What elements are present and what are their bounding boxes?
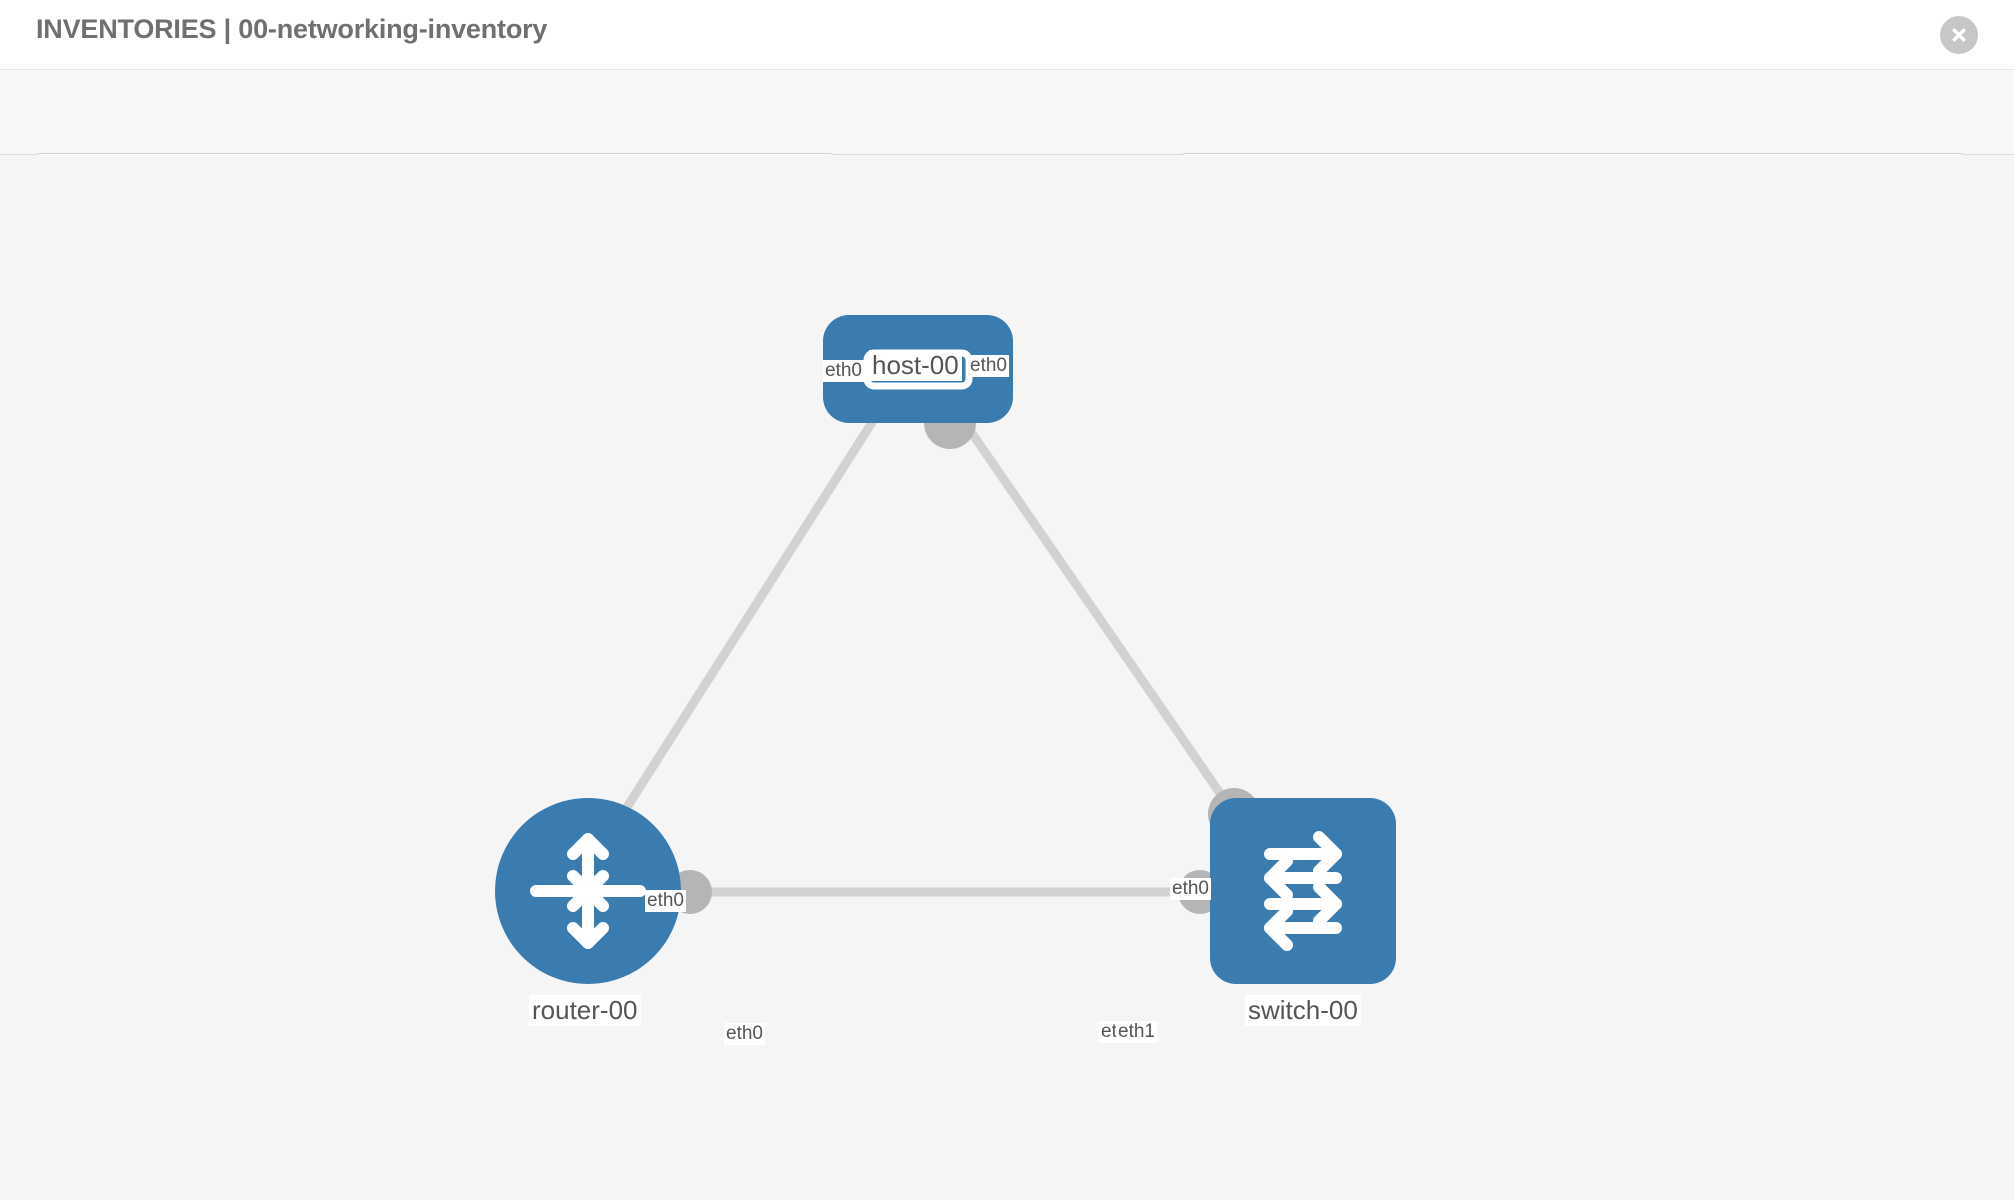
node-label-switch-00: switch-00: [1245, 995, 1361, 1026]
topology-canvas[interactable]: host-00 router-00 switch-00 eth0 eth0 et…: [0, 155, 2014, 1200]
node-label-router-00: router-00: [529, 995, 641, 1026]
router-arrows-icon: [530, 833, 646, 949]
switch-arrows-icon: [1264, 831, 1342, 951]
topology-node-router-00[interactable]: [495, 798, 681, 984]
interface-label-switch-left-eth1: eth1: [1116, 1021, 1157, 1043]
interface-label-switch-uplink: eth0: [1170, 878, 1211, 900]
interface-label-host-right: eth0: [968, 355, 1009, 377]
link-host-router: [618, 410, 882, 818]
toolbar: ACTIONS SEARCH: [0, 70, 2014, 206]
interface-label-host-left: eth0: [823, 360, 864, 382]
topology-links: [618, 397, 1260, 914]
interface-label-router-uplink: eth0: [645, 890, 686, 912]
interface-label-router-right: eth0: [724, 1023, 765, 1045]
topology-node-switch-00[interactable]: [1210, 798, 1396, 984]
page-header: INVENTORIES | 00-networking-inventory: [0, 0, 2014, 70]
link-host-switch: [954, 410, 1239, 818]
close-icon[interactable]: [1940, 16, 1978, 54]
page-title: INVENTORIES | 00-networking-inventory: [36, 14, 548, 44]
node-label-host-00: host-00: [869, 350, 962, 381]
